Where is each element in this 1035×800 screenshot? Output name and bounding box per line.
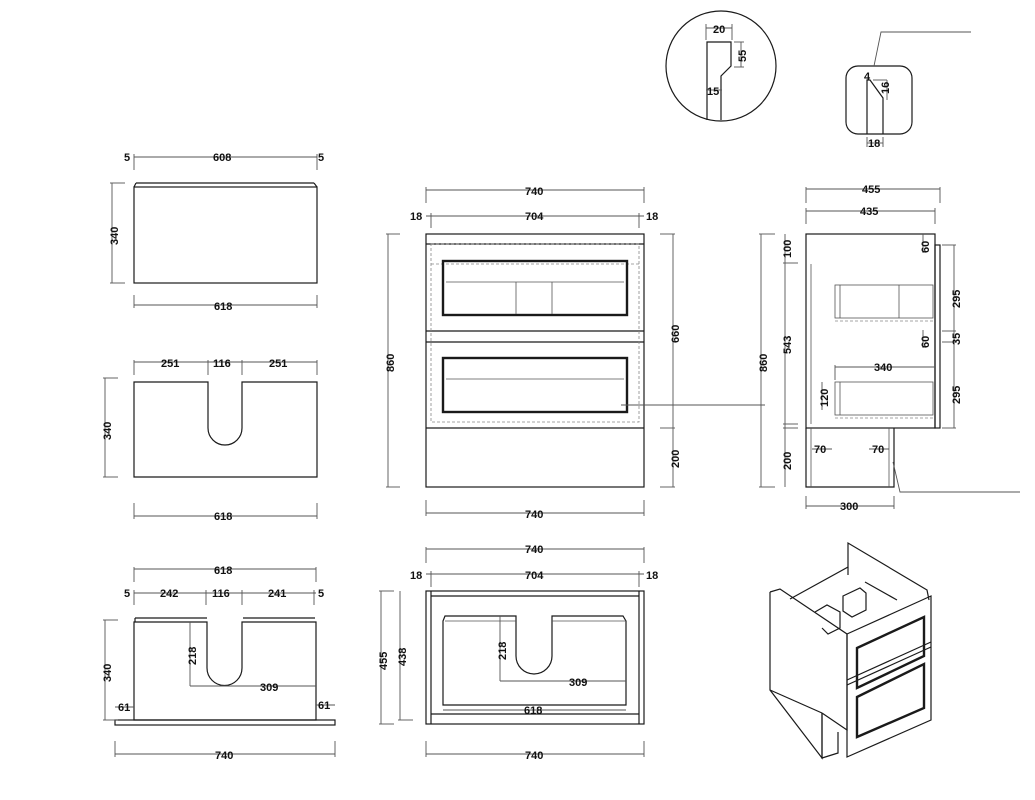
top-view-3: 618 5 242 116 241 5 340 218 309 61 61 74… xyxy=(102,565,336,762)
base-plinth xyxy=(114,719,336,726)
dim-side-drawer-depth: 340 xyxy=(874,362,892,374)
dim-plan-width-bottom: 740 xyxy=(525,750,543,762)
iso-drawer-2 xyxy=(855,662,926,739)
isometric-view xyxy=(769,541,932,760)
dim-side-depth-body: 435 xyxy=(860,206,878,218)
side-view: 455 435 860 100 543 200 60 295 35 295 60… xyxy=(758,184,1020,513)
dim-plan-side-left: 18 xyxy=(410,570,422,582)
dim-overall: 618 xyxy=(214,565,232,577)
dim-left-3: 242 xyxy=(160,588,178,600)
dim-side-top-rail: 100 xyxy=(782,240,794,258)
dim-edge-chamfer-depth: 16 xyxy=(880,82,892,94)
dim-side-gap-top: 60 xyxy=(920,241,932,253)
top-cutout-panel xyxy=(133,381,318,478)
edge-outline xyxy=(866,79,884,134)
dim-depth-2: 340 xyxy=(102,422,114,440)
dim-side-rail-mid: 35 xyxy=(951,333,963,345)
top-view-1: 5 608 5 340 618 xyxy=(109,152,324,313)
dim-cutout-3: 116 xyxy=(212,588,230,600)
dim-profile-thickness: 15 xyxy=(707,86,719,98)
dim-overhang-left: 5 xyxy=(124,152,130,164)
front-view: 740 18 704 18 860 660 200 740 xyxy=(385,186,765,521)
dim-plan-cut-depth: 218 xyxy=(497,642,509,660)
dim-depth-3: 340 xyxy=(102,664,114,682)
iso-left-side xyxy=(769,592,823,760)
dim-plan-cut-offset: 309 xyxy=(569,677,587,689)
dim-left: 251 xyxy=(161,358,179,370)
top-panel xyxy=(133,186,318,284)
dim-depth: 340 xyxy=(109,227,121,245)
drawer-1-front xyxy=(441,259,629,317)
plan-drawer-outline xyxy=(442,615,627,706)
dim-side-drawer-1: 295 xyxy=(951,290,963,308)
dim-plan-width-top: 740 xyxy=(525,544,543,556)
leader-line xyxy=(873,31,971,67)
dim-front-height: 860 xyxy=(385,354,397,372)
dim-front-body: 660 xyxy=(670,325,682,343)
dim-profile-width: 20 xyxy=(713,24,725,36)
dim-lip-left: 5 xyxy=(124,588,130,600)
dim-side-drawer-2: 295 xyxy=(951,386,963,404)
dim-side-height: 860 xyxy=(758,354,770,372)
dim-side-plinth: 200 xyxy=(782,452,794,470)
dim-overhang-right: 5 xyxy=(318,152,324,164)
plan-view: 740 18 704 18 455 438 218 309 618 740 xyxy=(378,544,658,762)
iso-front xyxy=(846,595,932,758)
top-view-2: 251 116 251 340 618 xyxy=(102,358,318,523)
dim-side-drawer-side: 120 xyxy=(819,389,831,407)
dim-plan-drawer-width: 618 xyxy=(524,705,542,717)
dim-plan-side-right: 18 xyxy=(646,570,658,582)
dim-right: 251 xyxy=(269,358,287,370)
dim-cut-offset: 309 xyxy=(260,682,278,694)
detail-profile: 20 55 15 xyxy=(665,10,777,122)
dim-front-side-right: 18 xyxy=(646,211,658,223)
dim-front-plinth: 200 xyxy=(670,450,682,468)
dim-base: 740 xyxy=(215,750,233,762)
detail-box xyxy=(845,65,913,135)
dim-side-depth-total: 455 xyxy=(862,184,880,196)
dim-width-2: 618 xyxy=(214,511,232,523)
dim-profile-height: 55 xyxy=(737,50,749,62)
drawer-2-front xyxy=(441,356,629,414)
iso-drawer-1 xyxy=(855,615,926,690)
dim-cut-depth: 218 xyxy=(187,647,199,665)
dim-edge-chamfer: 4 xyxy=(864,71,871,83)
dim-plan-depth-inner: 438 xyxy=(397,648,409,666)
dim-side-left: 61 xyxy=(118,702,130,714)
dim-front-inner: 704 xyxy=(525,211,544,223)
dim-lip-right: 5 xyxy=(318,588,324,600)
dim-edge-thickness: 18 xyxy=(868,138,880,150)
side-plinth xyxy=(805,428,895,488)
dim-side-gap-mid: 60 xyxy=(920,336,932,348)
dim-side-leg-2: 70 xyxy=(872,444,884,456)
profile-outline xyxy=(706,41,732,120)
dim-side-right: 61 xyxy=(318,700,330,712)
dim-side-plinth-depth: 300 xyxy=(840,501,858,513)
cabinet-outline xyxy=(425,233,645,488)
leader-line-side xyxy=(892,461,1020,493)
dim-plan-inner: 704 xyxy=(525,570,544,582)
dim-inner-width: 608 xyxy=(213,152,231,164)
top-base-panel xyxy=(133,621,317,721)
dim-front-width-top: 740 xyxy=(525,186,543,198)
dim-side-leg-1: 70 xyxy=(814,444,826,456)
dim-right-3: 241 xyxy=(268,588,286,600)
dim-front-side-left: 18 xyxy=(410,211,422,223)
detail-edge: 4 16 18 xyxy=(845,31,971,150)
dim-cutout: 116 xyxy=(213,358,231,370)
dim-width: 618 xyxy=(214,301,232,313)
dim-side-body: 543 xyxy=(782,336,794,354)
detail-circle xyxy=(665,10,777,122)
iso-back xyxy=(789,541,930,601)
plan-outline xyxy=(425,590,645,725)
dim-plan-depth-total: 455 xyxy=(378,652,390,670)
dim-front-width-bottom: 740 xyxy=(525,509,543,521)
